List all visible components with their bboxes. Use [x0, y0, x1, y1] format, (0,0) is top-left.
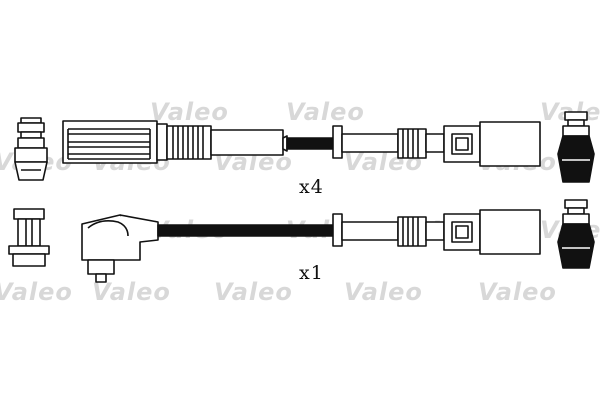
- quantity-label: x1: [299, 262, 324, 284]
- watermark: Valeo: [344, 278, 423, 306]
- left-terminal-plug-1: [14, 117, 48, 181]
- coil-connector-1: [332, 121, 541, 167]
- watermark: Valeo: [0, 278, 73, 306]
- right-terminal-plug-1: [557, 111, 595, 183]
- watermark: Valeo: [214, 278, 293, 306]
- coil-connector-2: [332, 209, 541, 255]
- watermark: Valeo: [478, 278, 557, 306]
- right-terminal-plug-2: [557, 199, 595, 269]
- ignition-cable: [286, 137, 336, 150]
- watermark: Valeo: [150, 98, 229, 126]
- watermark: Valeo: [286, 98, 365, 126]
- ignition-cable: [282, 135, 288, 152]
- angled-spark-plug-boot: [81, 214, 159, 283]
- quantity-label: x4: [299, 176, 324, 198]
- ignition-cable: [157, 224, 335, 237]
- left-terminal-plug-2: [8, 208, 50, 267]
- ribbed-spark-plug-boot: [62, 120, 168, 164]
- ribbed-sleeve: [166, 125, 284, 160]
